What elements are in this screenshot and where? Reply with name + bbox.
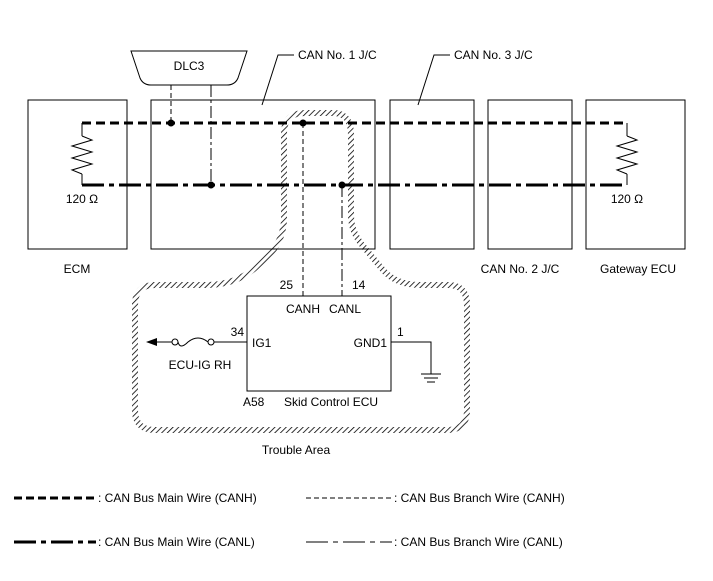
skid-control-ecu-box <box>246 295 392 392</box>
can2-jc-box <box>487 99 573 250</box>
pin-34-label: 34 <box>231 325 245 339</box>
gateway-termination-resistor <box>615 123 639 185</box>
junction-dot <box>167 119 175 127</box>
canl-pin-label: CANL <box>329 302 361 316</box>
pin-1-label: 1 <box>397 325 404 339</box>
legend: : CAN Bus Main Wire (CANH) : CAN Bus Bra… <box>14 491 565 549</box>
ecm-termination-resistor <box>70 123 94 185</box>
legend-branch-canl-label: : CAN Bus Branch Wire (CANL) <box>394 535 563 549</box>
pin-25-label: 25 <box>280 278 294 292</box>
canh-pin-label: CANH <box>286 302 320 316</box>
dlc3-label: DLC3 <box>174 59 205 73</box>
can1-jc-leader <box>261 54 294 106</box>
can2-jc-label: CAN No. 2 J/C <box>481 262 560 276</box>
ecm-resistor-label: 120 Ω <box>66 192 98 206</box>
pin-14-label: 14 <box>352 278 366 292</box>
skid-control-ecu-label: Skid Control ECU <box>284 395 378 409</box>
ecm-label: ECM <box>64 262 91 276</box>
gnd1-pin-label: GND1 <box>354 336 388 350</box>
trouble-area-outline <box>132 110 470 433</box>
dlc3-connector <box>130 50 248 86</box>
legend-main-canl-label: : CAN Bus Main Wire (CANL) <box>98 535 255 549</box>
can1-jc-label: CAN No. 1 J/C <box>298 48 377 62</box>
can3-jc-label: CAN No. 3 J/C <box>454 48 533 62</box>
gateway-resistor-label: 120 Ω <box>611 192 643 206</box>
ig1-power-circuit <box>146 337 247 347</box>
ecu-ig-rh-label: ECU-IG RH <box>169 358 232 372</box>
can3-jc-leader <box>417 54 450 106</box>
legend-main-canh-label: : CAN Bus Main Wire (CANH) <box>98 491 257 505</box>
junction-dot <box>207 181 215 189</box>
trouble-area-label: Trouble Area <box>262 443 331 457</box>
legend-branch-canh-label: : CAN Bus Branch Wire (CANH) <box>394 491 565 505</box>
ig1-pin-label: IG1 <box>252 336 272 350</box>
gateway-ecu-label: Gateway ECU <box>600 262 676 276</box>
ecm-box <box>27 99 128 250</box>
can1-jc-box <box>150 99 376 250</box>
gateway-ecu-box <box>585 99 686 250</box>
can3-jc-box <box>389 99 475 250</box>
ground-circuit <box>391 341 441 383</box>
connector-code-label: A58 <box>243 395 265 409</box>
